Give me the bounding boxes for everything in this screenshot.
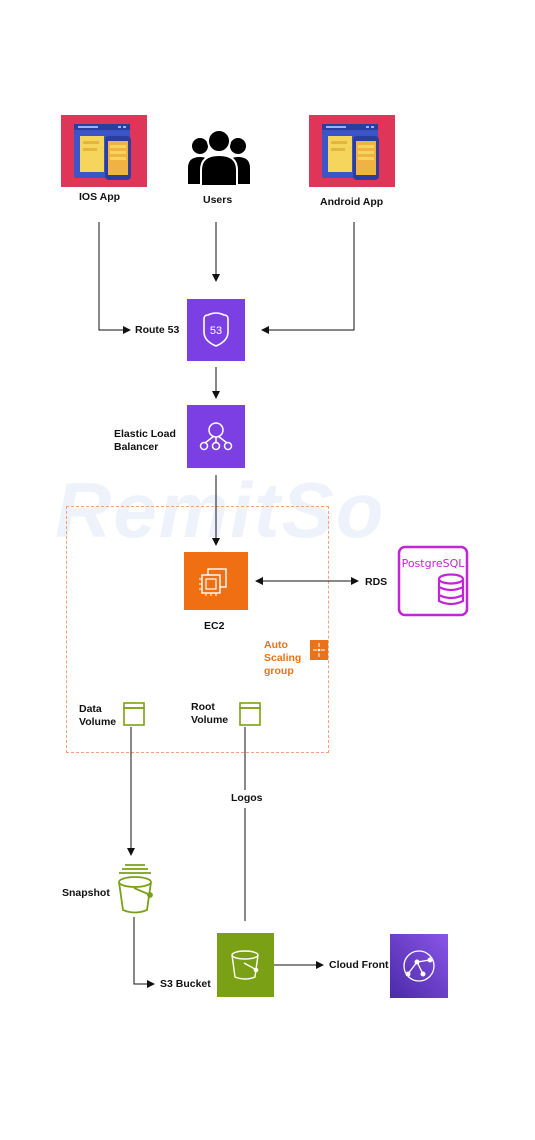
postgresql-icon: PostgreSQL xyxy=(397,545,469,617)
data-volume-label-line1: Data xyxy=(79,703,102,715)
root-volume-icon xyxy=(238,702,262,726)
ios-to-route53 xyxy=(98,222,131,334)
root-volume-label-line2: Volume xyxy=(191,714,229,726)
android-to-route53 xyxy=(261,222,355,334)
autoscaling-label-line2: Scaling xyxy=(264,652,302,664)
ios-app-label: IOS App xyxy=(79,191,121,203)
elb-icon xyxy=(187,405,245,468)
route53-icon: 53 xyxy=(187,299,245,361)
logos-label: Logos xyxy=(231,792,263,804)
postgresql-text: PostgreSQL xyxy=(402,557,466,570)
elb-label-line1: Elastic Load xyxy=(114,428,176,440)
android-app-label: Android App xyxy=(320,196,384,208)
autoscaling-label-line3: group xyxy=(264,665,294,677)
cloudfront-label: Cloud Front xyxy=(329,959,389,971)
data-volume-label-line2: Volume xyxy=(79,716,117,728)
users-label: Users xyxy=(203,194,233,206)
s3-bucket-icon xyxy=(217,933,274,997)
data-volume-icon xyxy=(122,702,146,726)
autoscaling-label-line1: Auto xyxy=(264,639,288,651)
root-volume-label-line1: Root xyxy=(191,701,215,713)
ec2-label: EC2 xyxy=(204,620,225,632)
snapshot-to-s3 xyxy=(133,917,155,988)
route53-badge-text: 53 xyxy=(210,325,222,337)
s3-bucket-label: S3 Bucket xyxy=(160,978,211,990)
rds-label: RDS xyxy=(365,576,388,588)
elb-label-line2: Balancer xyxy=(114,441,159,453)
snapshot-label: Snapshot xyxy=(62,887,110,899)
route53-label: Route 53 xyxy=(135,324,180,336)
autoscaling-group-boundary xyxy=(66,506,329,753)
snapshot-bucket-icon xyxy=(114,862,156,916)
users-icon xyxy=(187,128,251,187)
ec2-icon xyxy=(184,552,248,610)
android-app-icon xyxy=(309,115,395,187)
cloudfront-icon xyxy=(390,934,448,998)
ios-app-icon xyxy=(61,115,147,187)
autoscaling-icon xyxy=(310,640,328,660)
